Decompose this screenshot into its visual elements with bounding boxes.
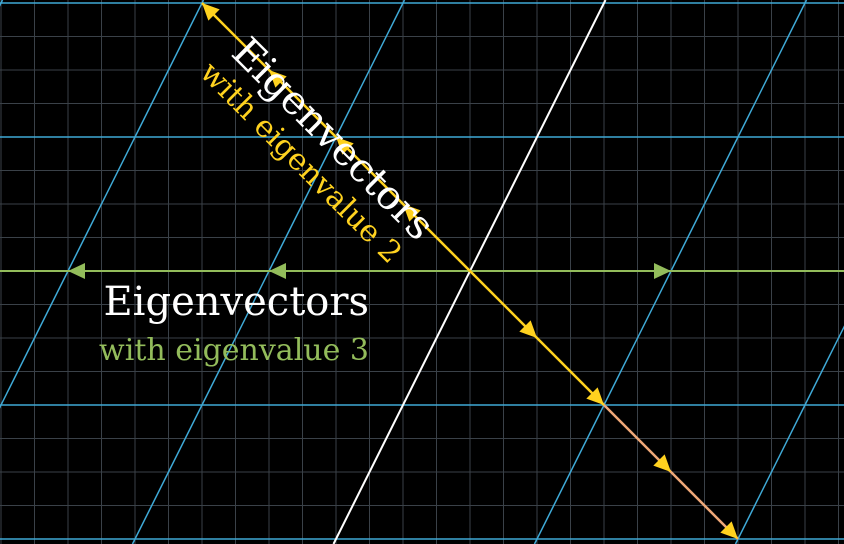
eigenvalue-3-vector-arrow xyxy=(654,263,671,279)
eigenvalue-3-subtitle: with eigenvalue 3 xyxy=(99,333,369,368)
eigenvalue-2-span xyxy=(201,2,739,540)
eigenvalue-2-vector-arrow xyxy=(586,387,604,405)
eigenvalue-2-label: Eigenvectors with eigenvalue 2 xyxy=(193,29,443,271)
eigenvalue-3-title: Eigenvectors xyxy=(103,279,369,325)
eigenvalue-2-vector-arrow xyxy=(720,521,738,539)
eigenvalue-2-vector-arrow xyxy=(653,454,671,472)
eigenvalue-3-label: Eigenvectors with eigenvalue 3 xyxy=(99,279,369,368)
eigenvalue-2-vector-arrow xyxy=(403,204,421,222)
transformed-grid-line xyxy=(734,325,844,544)
eigenvalue-2-vector-arrow xyxy=(269,70,287,88)
eigenvalue-3-vector-arrow xyxy=(269,263,286,279)
eigenvalue-3-vector-arrow xyxy=(68,263,85,279)
eigenvalue-2-vector-arrow xyxy=(202,3,220,21)
eigenvalue-3-span xyxy=(0,263,844,279)
eigenvalue-2-vector-arrow xyxy=(336,137,354,155)
eigenvalue-2-vector-arrow xyxy=(519,320,537,338)
